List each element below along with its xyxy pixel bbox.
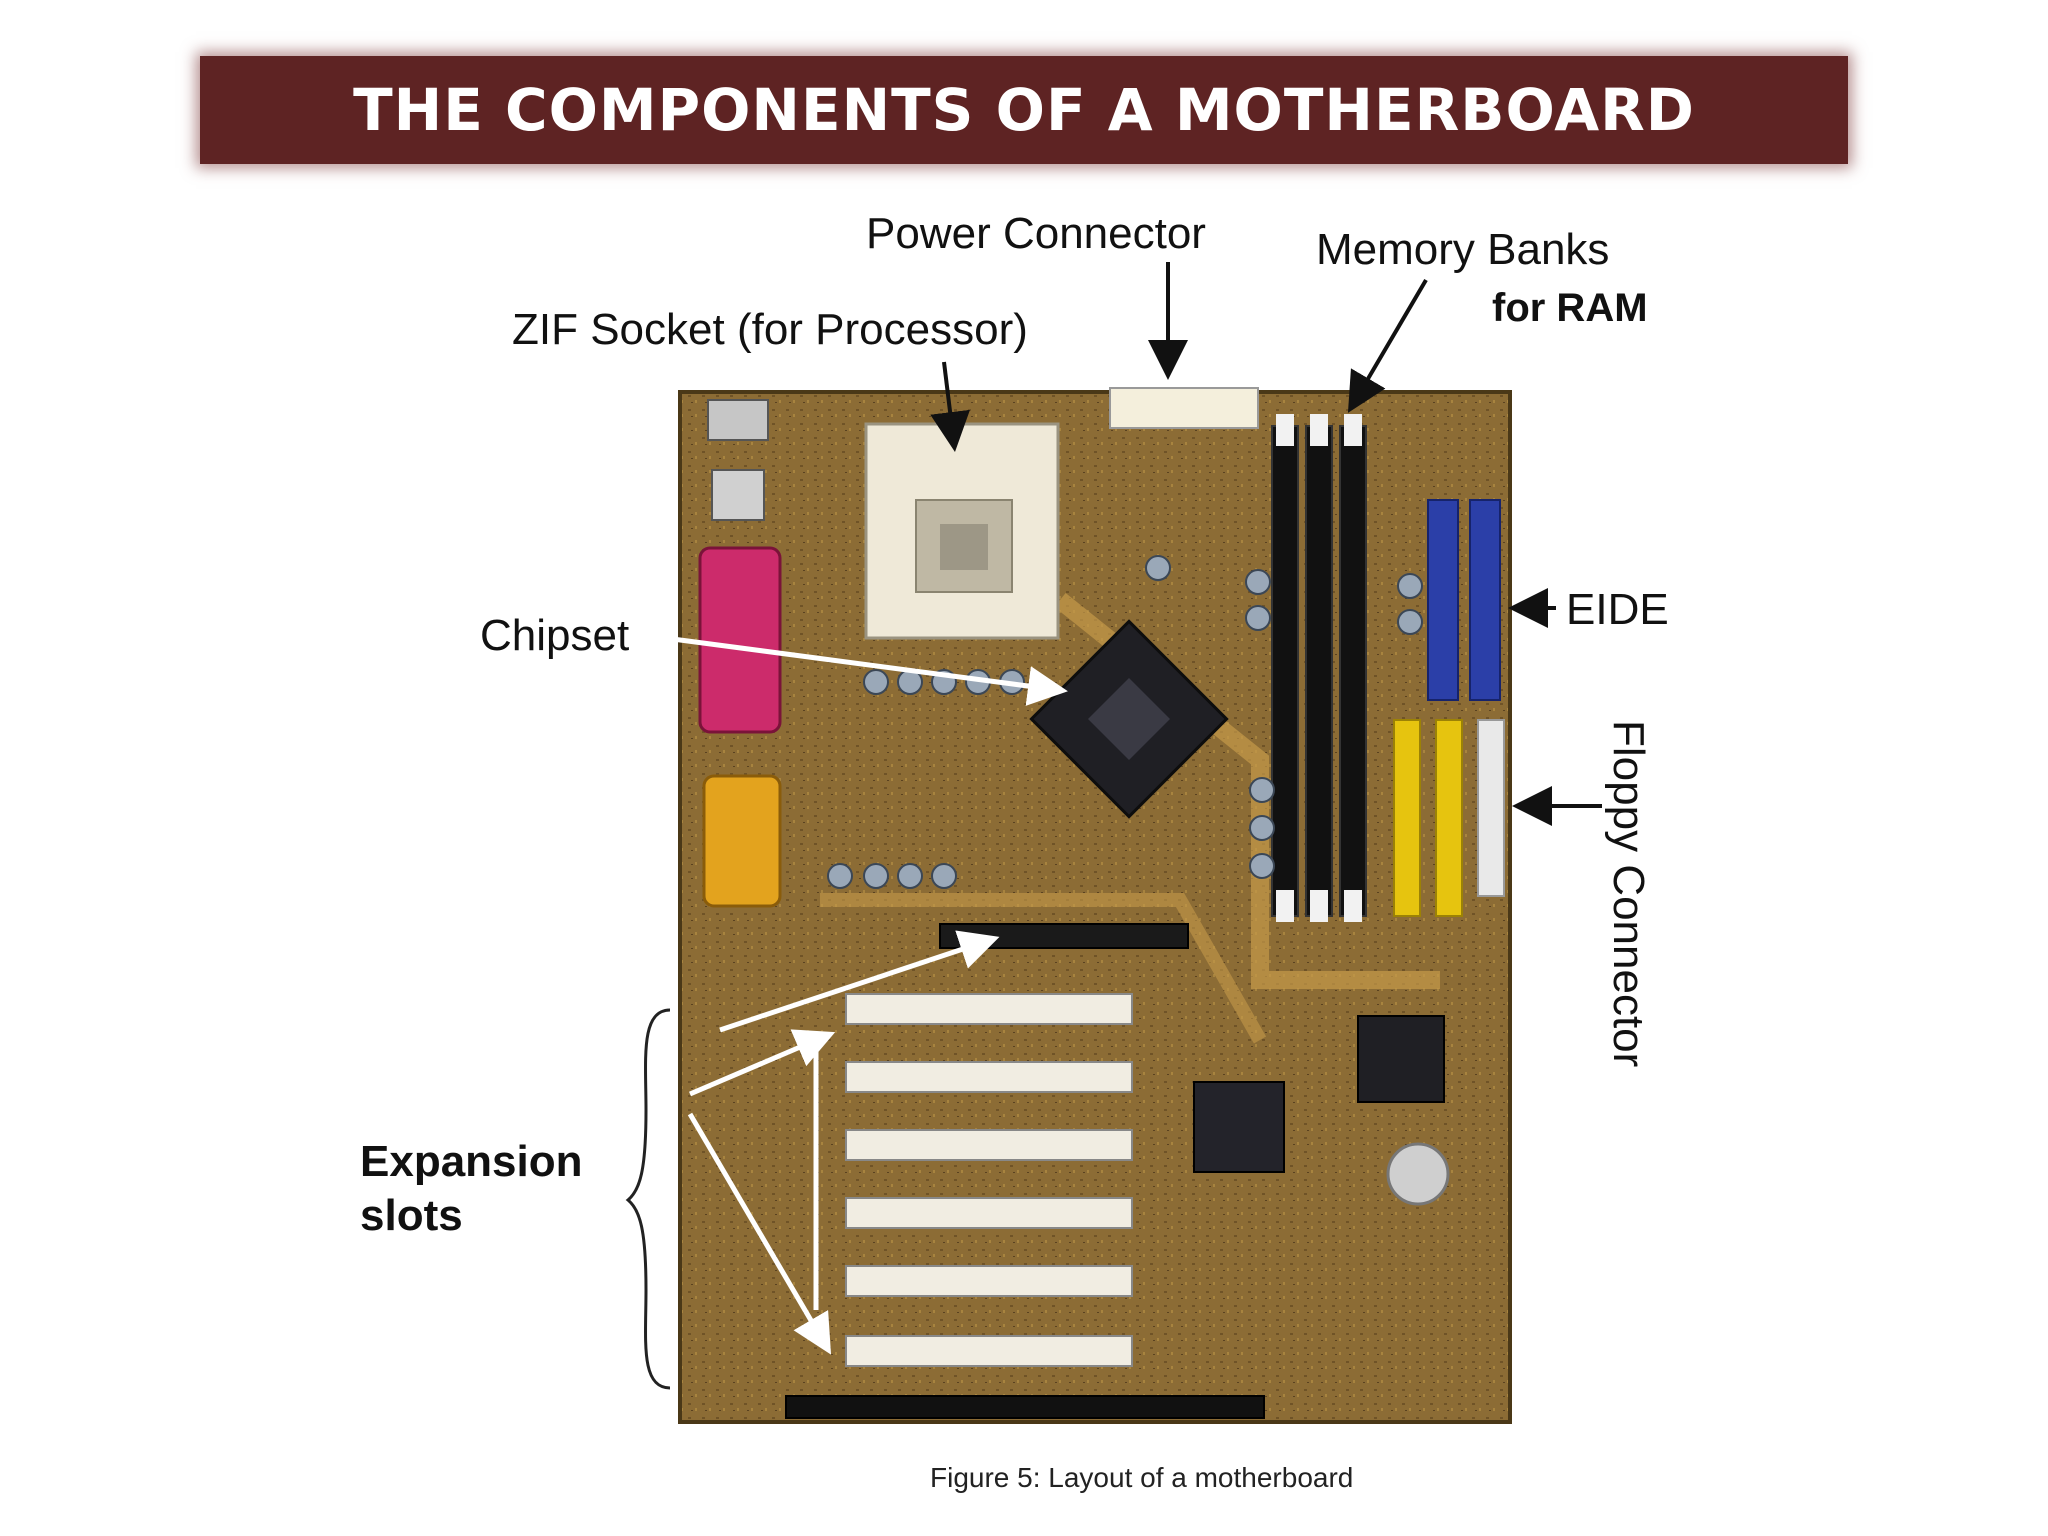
zif-socket-arrow — [930, 361, 970, 452]
power-connector-label: Power Connector — [866, 209, 1206, 258]
south-bridge-chip — [1357, 1015, 1445, 1103]
chipset-label: Chipset — [480, 611, 630, 660]
expansion-arrow-2 — [689, 1029, 836, 1097]
ps2-port — [707, 399, 769, 441]
floppy-connector — [1477, 719, 1505, 897]
yellow-connector-1 — [1393, 719, 1421, 917]
power-connector — [1109, 387, 1259, 429]
slide-title: THE COMPONENTS OF A MOTHERBOARD — [353, 76, 1695, 144]
io-chip — [1193, 1081, 1285, 1173]
memory-banks-label-ram: for RAM — [1492, 286, 1648, 330]
yellow-connector-2 — [1435, 719, 1463, 917]
memory-banks-label: Memory Banks — [1316, 225, 1610, 274]
memory-banks-arrow — [1347, 278, 1428, 413]
expansion-arrow-1 — [719, 930, 1000, 1033]
expansion-slots — [845, 993, 1133, 1367]
figure-caption: Figure 5: Layout of a motherboard — [930, 1462, 1354, 1493]
usb-port — [711, 469, 765, 521]
expansion-arrow-3 — [687, 1112, 832, 1355]
isa-slot — [785, 1395, 1265, 1419]
eide-connector-2 — [1469, 499, 1501, 701]
eide-connector-1 — [1427, 499, 1459, 701]
zif-socket-label: ZIF Socket (for Processor) — [512, 305, 1028, 354]
expansion-slots-label-line1: Expansion — [360, 1137, 583, 1186]
title-banner: THE COMPONENTS OF A MOTHERBOARD — [200, 56, 1848, 164]
chipset-arrow — [649, 633, 1068, 706]
expansion-slots-label-line2: slots — [360, 1191, 463, 1240]
cmos-battery — [1386, 1142, 1450, 1206]
expansion-brace — [625, 1008, 671, 1390]
serial-port — [702, 774, 782, 908]
memory-slots — [1271, 414, 1367, 922]
floppy-connector-label: Floppy Connector — [1604, 720, 1653, 1068]
parallel-port — [698, 546, 782, 734]
eide-label: EIDE — [1566, 585, 1669, 634]
